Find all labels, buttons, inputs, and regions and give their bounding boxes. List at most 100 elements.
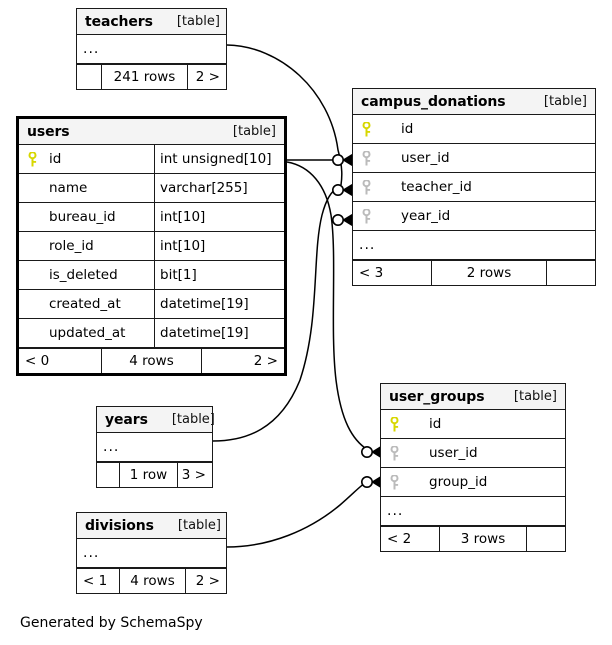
primary-key-icon [19, 151, 45, 167]
column-name: name [49, 180, 88, 196]
column-type: datetime[19] [154, 319, 284, 347]
column-name: created_at [49, 296, 121, 312]
column-name: id [401, 121, 414, 137]
table-title: divisions [85, 517, 154, 534]
foreign-key-icon [353, 208, 379, 224]
table-header-user-groups: user_groups [table] [381, 384, 565, 410]
collapsed-columns-indicator: ... [103, 439, 120, 455]
footer-child-count[interactable]: 2 > [195, 69, 220, 85]
column-name: user_id [429, 445, 478, 461]
column-row-bureau_id[interactable]: bureau_id int[10] [19, 203, 284, 232]
column-row-id[interactable]: id [381, 410, 565, 439]
table-header-users: users [table] [19, 119, 284, 145]
footer-parent-count[interactable]: < 0 [25, 353, 50, 369]
foreign-key-icon [353, 150, 379, 166]
footer-parent-count[interactable] [77, 65, 101, 89]
column-row-updated_at[interactable]: updated_at datetime[19] [19, 319, 284, 348]
primary-key-icon [381, 416, 407, 432]
table-footer-user-groups: < 2 3 rows [381, 526, 565, 551]
table-campus-donations[interactable]: campus_donations [table] id user_id teac… [352, 88, 596, 286]
table-user-groups[interactable]: user_groups [table] id user_id group_id … [380, 383, 566, 552]
column-name: group_id [429, 474, 488, 490]
footer-child-count[interactable]: 2 > [195, 573, 220, 589]
footer-parent-count[interactable]: < 1 [83, 573, 108, 589]
collapsed-columns-indicator: ... [359, 237, 376, 253]
footer-parent-count[interactable]: < 2 [387, 531, 412, 547]
table-row: ... [77, 35, 226, 64]
table-title: campus_donations [361, 93, 506, 110]
footer-row-count: 241 rows [101, 65, 188, 89]
column-row-user_id[interactable]: user_id [381, 439, 565, 468]
table-header-divisions: divisions [table] [77, 513, 226, 539]
table-footer-teachers: 241 rows 2 > [77, 64, 226, 89]
table-years[interactable]: years [table] ... 1 row 3 > [96, 406, 215, 488]
footer-row-count: 4 rows [101, 349, 202, 373]
column-row-year_id[interactable]: year_id [353, 202, 595, 231]
footer-child-count[interactable] [547, 261, 595, 285]
foreign-key-icon [381, 474, 407, 490]
table-title: user_groups [389, 388, 485, 405]
table-header-teachers: teachers [table] [77, 9, 226, 35]
footer-child-count[interactable] [527, 527, 565, 551]
column-row-name[interactable]: name varchar[255] [19, 174, 284, 203]
table-row: ... [381, 497, 565, 526]
table-header-campus-donations: campus_donations [table] [353, 89, 595, 115]
column-type: int[10] [154, 203, 284, 231]
column-name: user_id [401, 150, 450, 166]
table-row: ... [353, 231, 595, 260]
foreign-key-icon [353, 179, 379, 195]
column-name: bureau_id [49, 209, 116, 225]
table-title: teachers [85, 13, 153, 30]
table-type-tag: [table] [232, 124, 276, 139]
footer-row-count: 4 rows [119, 569, 186, 593]
column-row-created_at[interactable]: created_at datetime[19] [19, 290, 284, 319]
table-footer-years: 1 row 3 > [97, 462, 212, 487]
column-type: int[10] [154, 232, 284, 260]
footer-parent-count[interactable]: < 3 [359, 265, 384, 281]
column-row-group_id[interactable]: group_id [381, 468, 565, 497]
table-divisions[interactable]: divisions [table] ... < 1 4 rows 2 > [76, 512, 227, 594]
column-name: updated_at [49, 325, 126, 341]
column-type: datetime[19] [154, 290, 284, 318]
table-row: ... [97, 433, 212, 462]
column-row-teacher_id[interactable]: teacher_id [353, 173, 595, 202]
foreign-key-icon [381, 445, 407, 461]
column-name: id [49, 151, 62, 167]
table-row: ... [77, 539, 226, 568]
table-title: years [105, 411, 148, 428]
table-type-tag: [table] [171, 412, 215, 427]
column-row-id[interactable]: id [353, 115, 595, 144]
collapsed-columns-indicator: ... [83, 545, 100, 561]
table-type-tag: [table] [513, 389, 557, 404]
footer-parent-count[interactable] [97, 463, 119, 487]
table-type-tag: [table] [176, 14, 220, 29]
column-row-is_deleted[interactable]: is_deleted bit[1] [19, 261, 284, 290]
generated-by-note: Generated by SchemaSpy [20, 615, 203, 631]
table-teachers[interactable]: teachers [table] ... 241 rows 2 > [76, 8, 227, 90]
footer-child-count[interactable]: 2 > [253, 353, 278, 369]
table-footer-users: < 0 4 rows 2 > [19, 348, 284, 373]
table-footer-divisions: < 1 4 rows 2 > [77, 568, 226, 593]
collapsed-columns-indicator: ... [83, 41, 100, 57]
column-type: int unsigned[10] [154, 145, 284, 173]
column-name: role_id [49, 238, 94, 254]
column-row-id[interactable]: id int unsigned[10] [19, 145, 284, 174]
table-type-tag: [table] [543, 94, 587, 109]
column-name: id [429, 416, 442, 432]
column-name: is_deleted [49, 267, 118, 283]
table-users[interactable]: users [table] id int unsigned[10] name v… [16, 116, 287, 376]
column-name: teacher_id [401, 179, 472, 195]
column-name: year_id [401, 208, 451, 224]
column-type: varchar[255] [154, 174, 284, 202]
primary-key-icon [353, 121, 379, 137]
footer-row-count: 2 rows [431, 261, 547, 285]
column-row-user_id[interactable]: user_id [353, 144, 595, 173]
table-type-tag: [table] [177, 518, 221, 533]
footer-row-count: 1 row [119, 463, 178, 487]
table-footer-campus-donations: < 3 2 rows [353, 260, 595, 285]
table-title: users [27, 123, 70, 140]
collapsed-columns-indicator: ... [387, 503, 404, 519]
column-row-role_id[interactable]: role_id int[10] [19, 232, 284, 261]
footer-child-count[interactable]: 3 > [181, 467, 206, 483]
